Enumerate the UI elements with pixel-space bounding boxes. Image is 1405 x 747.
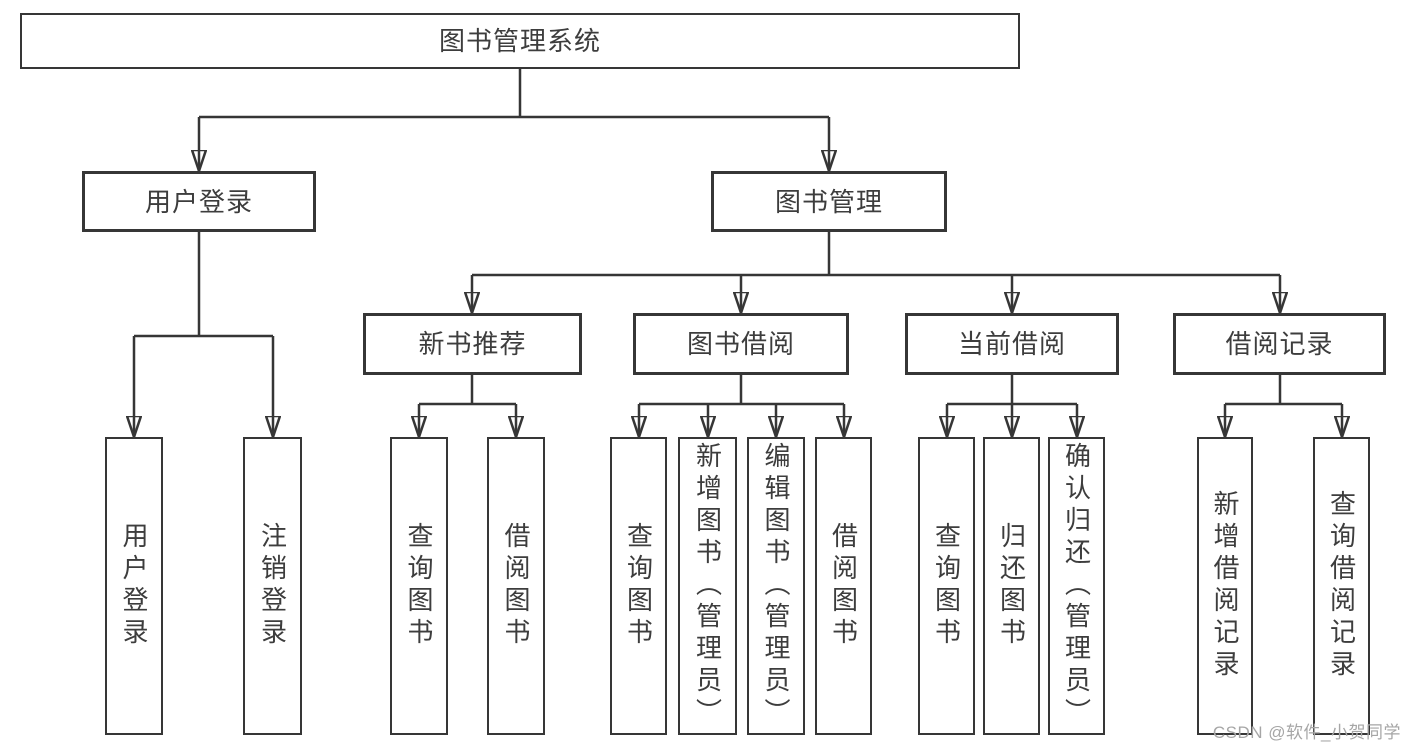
- node-label: 新书推荐: [418, 329, 527, 359]
- leaf-label: 查询借阅记录: [1326, 490, 1357, 682]
- node-label: 图书管理: [774, 186, 883, 217]
- leaf-label: 编辑图书（管理员）: [761, 442, 791, 730]
- node-label: 图书借阅: [686, 329, 795, 359]
- node-book-management: 图书管理: [711, 171, 947, 232]
- leaf-user-login: 用户登录: [105, 437, 163, 735]
- leaf-label: 新增借阅记录: [1210, 490, 1240, 682]
- node-label: 借阅记录: [1225, 329, 1334, 359]
- watermark: CSDN @软件_小贺同学: [1212, 723, 1401, 742]
- node-new-book-recommend: 新书推荐: [363, 313, 582, 375]
- leaf-add-books-admin: 新增图书（管理员）: [678, 437, 737, 735]
- connector-elbows: [134, 69, 1342, 406]
- leaf-label: 新增图书（管理员）: [692, 442, 723, 730]
- leaf-logout: 注销登录: [243, 437, 302, 735]
- leaf-borrow-books: 借阅图书: [815, 437, 872, 735]
- leaf-label: 用户登录: [119, 522, 149, 650]
- leaf-query-books-borrow: 查询图书: [610, 437, 667, 735]
- leaf-label: 查询图书: [931, 522, 962, 650]
- node-borrow-records: 借阅记录: [1173, 313, 1386, 375]
- node-label: 图书管理系统: [438, 26, 601, 56]
- node-current-borrow: 当前借阅: [905, 313, 1119, 375]
- leaf-label: 查询图书: [623, 522, 654, 650]
- node-user-login: 用户登录: [82, 171, 316, 232]
- leaf-return-books: 归还图书: [983, 437, 1040, 735]
- leaf-label: 借阅图书: [828, 522, 859, 650]
- node-label: 用户登录: [144, 186, 253, 217]
- leaf-label: 注销登录: [257, 522, 288, 650]
- node-label: 当前借阅: [957, 329, 1066, 359]
- node-book-borrow: 图书借阅: [633, 313, 849, 375]
- leaf-label: 归还图书: [996, 522, 1027, 650]
- leaf-query-borrow-record: 查询借阅记录: [1313, 437, 1370, 735]
- leaf-label: 借阅图书: [501, 522, 531, 650]
- leaf-label: 确认归还（管理员）: [1061, 442, 1092, 730]
- leaf-add-borrow-record: 新增借阅记录: [1197, 437, 1253, 735]
- leaf-borrow-books-recommend: 借阅图书: [487, 437, 545, 735]
- leaf-query-books-current: 查询图书: [918, 437, 975, 735]
- leaf-query-books-recommend: 查询图书: [390, 437, 448, 735]
- leaf-confirm-return-admin: 确认归还（管理员）: [1048, 437, 1105, 735]
- leaf-label: 查询图书: [404, 522, 434, 650]
- node-system-root: 图书管理系统: [20, 13, 1020, 69]
- leaf-edit-books-admin: 编辑图书（管理员）: [747, 437, 805, 735]
